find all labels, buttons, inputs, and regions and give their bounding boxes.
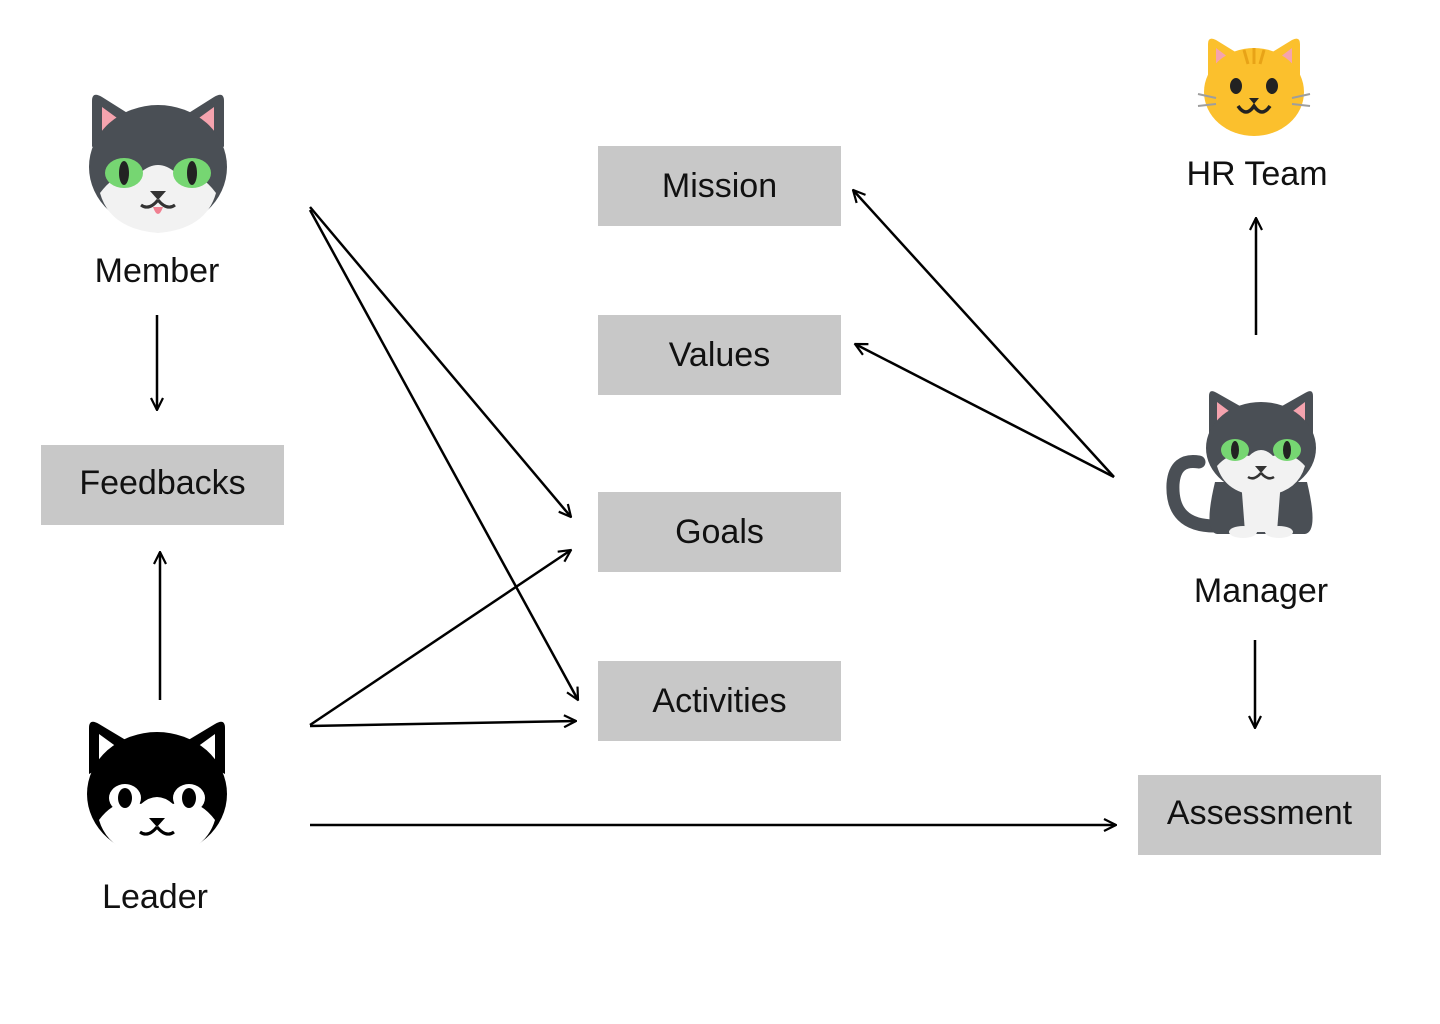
leader-label: Leader bbox=[102, 878, 208, 916]
activities-box: Activities bbox=[598, 661, 841, 741]
hr-team-label: HR Team bbox=[1186, 155, 1327, 193]
arrows bbox=[157, 190, 1256, 825]
assessment-label: Assessment bbox=[1167, 794, 1353, 832]
values-box: Values bbox=[598, 315, 841, 395]
values-label: Values bbox=[669, 336, 770, 374]
feedbacks-box: Feedbacks bbox=[41, 445, 284, 525]
mission-label: Mission bbox=[662, 167, 777, 205]
arrow-member-to-goals bbox=[309, 206, 571, 517]
goals-box: Goals bbox=[598, 492, 841, 572]
arrow-manager-to-mission bbox=[853, 190, 1115, 478]
arrow-leader-to-activities bbox=[309, 721, 576, 726]
arrow-manager-to-values bbox=[855, 344, 1115, 479]
member-label: Member bbox=[95, 252, 220, 290]
feedbacks-label: Feedbacks bbox=[79, 464, 245, 502]
arrow-member-to-activities bbox=[308, 209, 578, 700]
hr-team-cat-icon bbox=[1197, 38, 1311, 136]
member-cat-icon bbox=[89, 94, 227, 233]
manager-cat-icon bbox=[1166, 391, 1316, 538]
assessment-box: Assessment bbox=[1138, 775, 1381, 855]
arrow-leader-to-goals bbox=[309, 550, 571, 727]
activities-label: Activities bbox=[652, 682, 786, 720]
manager-label: Manager bbox=[1194, 572, 1328, 610]
leader-cat-icon bbox=[87, 721, 227, 858]
goals-label: Goals bbox=[675, 513, 764, 551]
mission-box: Mission bbox=[598, 146, 841, 226]
